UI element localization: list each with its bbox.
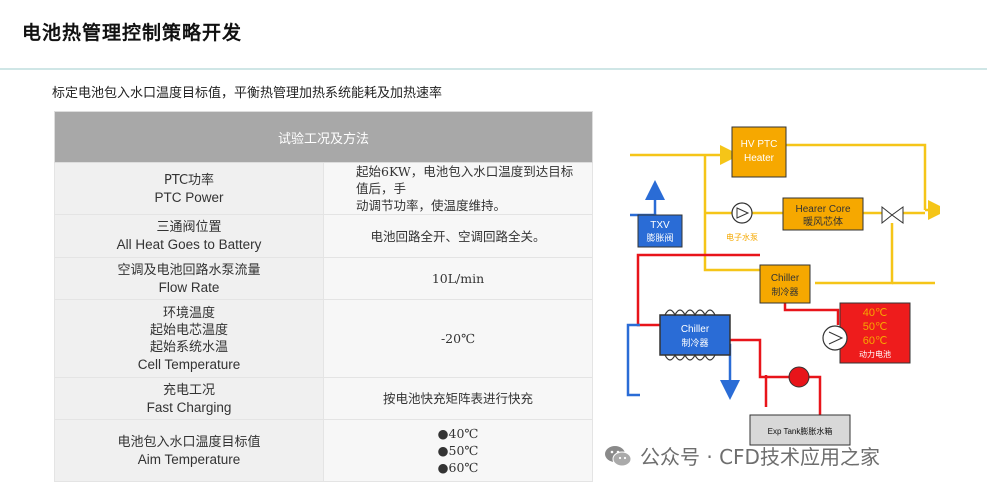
label-zh: 空调及电池回路水泵流量 [117,262,261,278]
row-label: 环境温度 起始电芯温度 起始系统水温 Cell Temperature [54,299,324,378]
wechat-icon [604,444,632,468]
battery-temp-40: 40℃ [863,307,888,319]
heater-core-box [782,197,864,231]
exp-tank-box [749,414,851,446]
table-row: PTC功率 PTC Power 起始6KW，电池包入水口温度到达目标值后，手 动… [54,162,593,215]
value-line: ●50℃ [437,443,479,458]
battery-pump-arrow [828,331,844,345]
table-row: 空调及电池回路水泵流量 Flow Rate 10L/min [54,257,593,300]
value-line: 起始6KW，电池包入水口温度到达目标值后，手 [356,164,574,196]
label-zh: PTC功率 [163,172,215,188]
value-line: 动调节功率，使温度维持。 [356,198,507,213]
table-header: 试验工况及方法 [54,111,593,163]
exp-tank-label: Exp Tank膨胀水箱 [768,426,833,436]
row-value: 电池回路全开、空调回路全关。 [323,214,593,258]
label-en: PTC Power [154,189,224,205]
chiller-small-box [759,264,811,304]
label-zh: 起始电芯温度 [149,322,228,338]
three-way-valve-icon [881,205,904,225]
row-value: -20℃ [323,299,593,378]
txv-label-zh: 膨胀阀 [646,232,673,243]
value-line: -20℃ [440,331,476,346]
red-node-icon [788,366,810,388]
watermark-text: 公众号 · CFD技术应用之家 [640,445,880,469]
battery-temp-60: 60℃ [863,335,888,347]
chiller-small-label-zh: 制冷器 [771,286,798,297]
value-line: ●60℃ [437,460,479,475]
label-zh: 电池包入水口温度目标值 [117,434,261,450]
thermal-system-diagram: HV PTC Heater 电子水泵 Hearer Core 暖风芯体 TXV … [626,126,940,446]
row-value: ●40℃ ●50℃ ●60℃ [323,419,593,482]
row-label: 空调及电池回路水泵流量 Flow Rate [54,257,324,300]
row-label: PTC功率 PTC Power [54,162,324,215]
row-value: 10L/min [323,257,593,300]
watermark: 公众号 · CFD技术应用之家 [604,441,880,470]
chiller-coil-icon [664,309,716,361]
label-en: Cell Temperature [137,356,241,372]
label-en: Fast Charging [146,399,232,415]
test-conditions-table: 试验工况及方法 PTC功率 PTC Power 起始6KW，电池包入水口温度到达… [54,111,593,482]
battery-label: 动力电池 [859,349,891,359]
label-zh: 充电工况 [162,382,215,398]
chiller-main-box [659,314,731,356]
value-line: 电池回路全开、空调回路全关。 [370,228,546,244]
value-line: ●40℃ [437,426,479,441]
battery-box [839,302,911,364]
value-line: 按电池快充矩阵表进行快充 [382,391,533,406]
title-divider [0,68,987,70]
table-row: 电池包入水口温度目标值 Aim Temperature ●40℃ ●50℃ ●6… [54,419,593,482]
label-zh: 环境温度 [162,305,215,321]
hv-ptc-label: HV PTC [741,139,778,150]
pump-label: 电子水泵 [726,232,758,242]
chiller-main-label: Chiller [681,324,710,335]
txv-box [637,214,683,248]
row-label: 充电工况 Fast Charging [54,377,324,420]
row-label: 三通阀位置 All Heat Goes to Battery [54,214,324,258]
page-title: 电池热管理控制策略开发 [22,22,243,44]
label-en: Aim Temperature [137,451,241,467]
pump-arrow [736,207,750,219]
chiller-small-label: Chiller [771,273,800,284]
row-label: 电池包入水口温度目标值 Aim Temperature [54,419,324,482]
battery-temp-50: 50℃ [863,321,888,333]
label-en: Flow Rate [158,279,220,295]
heater-label: Heater [744,153,775,164]
row-value: 按电池快充矩阵表进行快充 [323,377,593,420]
coolant-loop-yellow [630,143,940,285]
table-row: 环境温度 起始电芯温度 起始系统水温 Cell Temperature -20℃ [54,299,593,378]
hv-ptc-heater-box [731,126,787,178]
label-zh: 三通阀位置 [156,220,222,235]
label-en: All Heat Goes to Battery [116,237,262,252]
table-row: 三通阀位置 All Heat Goes to Battery 电池回路全开、空调… [54,214,593,258]
label-zh: 起始系统水温 [149,339,228,355]
heater-core-label: Hearer Core [795,204,850,215]
row-value: 起始6KW，电池包入水口温度到达目标值后，手 动调节功率，使温度维持。 [323,162,593,215]
chiller-main-label-zh: 制冷器 [681,337,708,348]
value-line: 10L/min [431,271,485,286]
battery-pump-icon [822,325,848,351]
heater-core-label-zh: 暖风芯体 [803,215,843,228]
page-subtitle: 标定电池包入水口温度目标值，平衡热管理加热系统能耗及加热速率 [52,86,443,101]
table-row: 充电工况 Fast Charging 按电池快充矩阵表进行快充 [54,377,593,420]
txv-label: TXV [650,220,670,231]
